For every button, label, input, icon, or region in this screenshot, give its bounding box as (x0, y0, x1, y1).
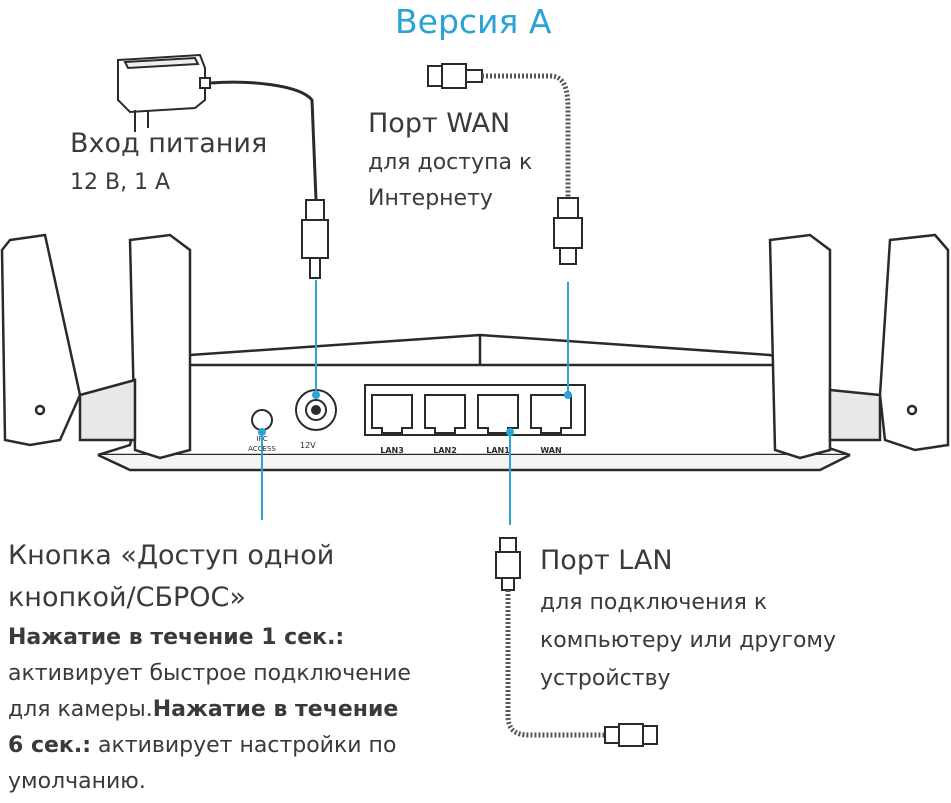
dc-label: 12V (300, 441, 316, 450)
power-cable (209, 80, 318, 201)
lan-desc-1: для подключения к (540, 590, 768, 615)
version-title: Версия А (395, 2, 552, 41)
antenna-right-inner (768, 233, 882, 460)
wan-cable (482, 73, 571, 198)
ethernet-plug-lan-icon (495, 537, 521, 591)
callout-lines (258, 280, 572, 525)
reset-desc-3: 6 сек.: активирует настройки по (8, 733, 396, 758)
power-spec: 12 В, 1 А (70, 170, 171, 195)
reset-title-1: Кнопка «Доступ одной (8, 540, 335, 571)
lan-title: Порт LAN (540, 545, 673, 576)
reset-bold-1: Нажатие в течение 1 сек.: (8, 625, 345, 650)
lan3-label: LAN3 (380, 446, 404, 455)
antenna-right-outer (878, 233, 950, 452)
ethernet-plug-bottom-icon (604, 723, 658, 747)
reset-button-icon (251, 409, 273, 431)
lan-cable (505, 590, 605, 738)
reset-desc-1: активирует быстрое подключение (8, 661, 411, 686)
antenna-left-inner (78, 233, 192, 460)
wan-port-icon (530, 394, 572, 434)
lan1-port-icon (477, 394, 519, 434)
wan-label: WAN (540, 446, 561, 455)
reset-desc-3b: активирует настройки по (91, 733, 397, 758)
wan-desc-2: Интернету (368, 186, 493, 211)
lan1-label: LAN1 (486, 446, 510, 455)
dc-plug-icon (301, 199, 329, 279)
antenna-left-outer (0, 233, 82, 447)
lan2-label: LAN2 (433, 446, 457, 455)
reset-desc-2: для камеры.Нажатие в течение (8, 697, 398, 722)
ethernet-plug-top-icon (427, 63, 483, 89)
reset-title-2: кнопкой/СБРОС» (8, 582, 246, 613)
lan2-port-icon (424, 394, 466, 434)
wan-title: Порт WAN (368, 108, 511, 139)
power-adapter-icon (117, 53, 211, 132)
power-label: Вход питания (70, 128, 268, 159)
reset-bold-2: Нажатие в течение (152, 697, 399, 722)
lan-desc-2: компьютеру или другому (540, 628, 837, 653)
reset-desc-4: умолчанию. (8, 769, 146, 794)
ethernet-plug-wan-icon (553, 197, 583, 265)
reset-desc-2a: для камеры. (8, 697, 153, 722)
lan3-port-icon (371, 394, 413, 434)
wan-desc-1: для доступа к (368, 150, 533, 175)
reset-bold-3: 6 сек.: (8, 733, 92, 758)
lan-desc-3: устройству (540, 666, 671, 691)
